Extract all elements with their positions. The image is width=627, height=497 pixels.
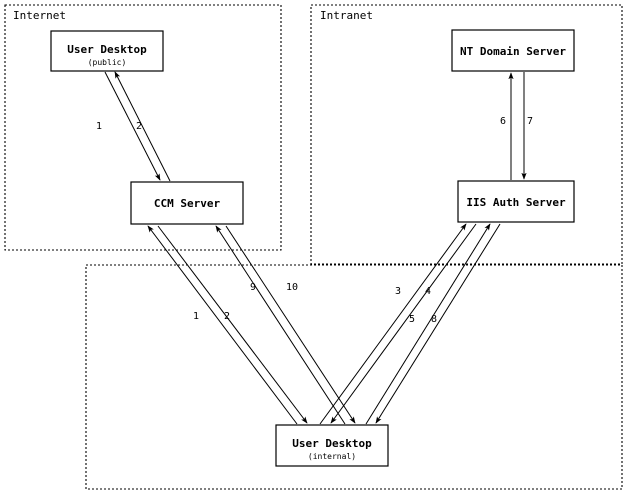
flow-10-ccm-to-internal bbox=[225, 225, 356, 424]
zone-label-internet: Internet bbox=[13, 9, 66, 22]
edge-label-1-top: 1 bbox=[96, 121, 102, 132]
node-subtitle-user-desktop-public: (public) bbox=[88, 58, 127, 67]
edge-label-2-bottom: 2 bbox=[224, 311, 230, 322]
zone-internal-border bbox=[85, 264, 623, 490]
node-ccm-server[interactable]: CCM Server bbox=[130, 181, 244, 225]
node-iis-auth-server[interactable]: IIS Auth Server bbox=[457, 180, 575, 223]
node-title-ccm-server: CCM Server bbox=[154, 197, 221, 210]
flow-9-internal-to-ccm bbox=[215, 225, 346, 425]
node-title-user-desktop-public: User Desktop bbox=[67, 43, 147, 56]
flow-1-internal-to-ccm bbox=[147, 225, 298, 425]
edge-label-4: 4 bbox=[425, 286, 431, 297]
node-box-user-desktop-public[interactable] bbox=[50, 30, 164, 72]
edge-label-2-top: 2 bbox=[136, 121, 142, 132]
node-box-nt-domain-server[interactable] bbox=[451, 29, 575, 72]
node-user-desktop-internal[interactable]: User Desktop (internal) bbox=[275, 424, 389, 467]
edge-label-7: 7 bbox=[527, 116, 533, 127]
node-title-user-desktop-internal: User Desktop bbox=[292, 437, 372, 450]
node-title-iis-auth-server: IIS Auth Server bbox=[466, 196, 566, 209]
edge-label-3: 3 bbox=[395, 286, 401, 297]
flow-2-ccm-to-internal bbox=[157, 225, 308, 424]
flow-2-ccm-to-public bbox=[114, 71, 171, 182]
node-box-user-desktop-internal[interactable] bbox=[275, 424, 389, 467]
zone-internet-border bbox=[4, 4, 282, 251]
edge-step-labels: 1 2 6 7 9 10 1 2 3 4 5 8 bbox=[96, 116, 533, 325]
flow-1-public-to-ccm bbox=[104, 71, 161, 181]
flow-3-internal-to-iis bbox=[319, 223, 467, 425]
flow-8-iis-to-internal bbox=[375, 223, 501, 424]
edge-label-8: 8 bbox=[431, 314, 437, 325]
node-box-iis-auth-server[interactable] bbox=[457, 180, 575, 223]
edge-label-5: 5 bbox=[409, 314, 415, 325]
node-box-ccm-server[interactable] bbox=[130, 181, 244, 225]
edge-label-10: 10 bbox=[286, 282, 298, 293]
flow-4-iis-to-internal bbox=[330, 223, 477, 424]
node-user-desktop-public[interactable]: User Desktop (public) bbox=[50, 30, 164, 72]
flow-5-internal-to-iis bbox=[365, 223, 491, 425]
node-nt-domain-server[interactable]: NT Domain Server bbox=[451, 29, 575, 72]
edge-label-1-bottom: 1 bbox=[193, 311, 199, 322]
zone-boundaries bbox=[4, 4, 623, 490]
zone-intranet-border bbox=[310, 4, 623, 265]
edge-label-6: 6 bbox=[500, 116, 506, 127]
flow-lines bbox=[104, 71, 527, 425]
edge-label-9: 9 bbox=[250, 282, 256, 293]
zone-label-intranet: Intranet bbox=[320, 9, 373, 22]
node-title-nt-domain-server: NT Domain Server bbox=[460, 45, 566, 58]
node-subtitle-user-desktop-internal: (internal) bbox=[308, 452, 356, 461]
